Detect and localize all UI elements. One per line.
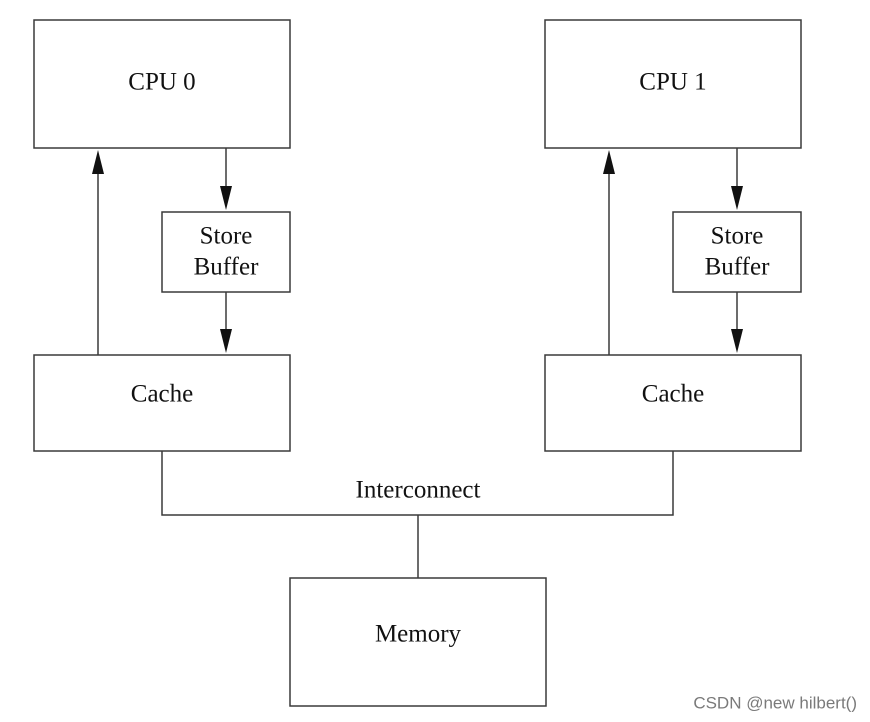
cpu1-up-arrowhead <box>603 150 615 174</box>
interconnect-label: Interconnect <box>356 477 481 504</box>
cpu1-box <box>544 19 802 149</box>
cpu1-cache-arrowhead <box>731 329 743 353</box>
cpu1-store-buffer-label-line2: Buffer <box>705 254 770 281</box>
cpu0-store-buffer-label-line1: Store <box>200 223 253 250</box>
cpu1-label: CPU 1 <box>639 69 706 96</box>
cpu0-buffer-arrowhead <box>220 186 232 210</box>
watermark-text: CSDN @new hilbert() <box>693 693 857 712</box>
cpu0-store-buffer-label-line2: Buffer <box>194 254 259 281</box>
memory-box <box>289 577 547 707</box>
cpu0-cache-box <box>33 354 291 452</box>
cpu0-cache-label: Cache <box>131 381 193 408</box>
cpu0-box <box>33 19 291 149</box>
cpu1-cache-label: Cache <box>642 381 704 408</box>
cpu1-group: CPU 1 Store Buffer Cache <box>544 19 802 452</box>
cpu0-cache-arrowhead <box>220 329 232 353</box>
cpu1-store-buffer-label-line1: Store <box>711 223 764 250</box>
memory-label: Memory <box>375 621 462 648</box>
cpu0-store-buffer-box <box>161 211 291 293</box>
cpu0-group: CPU 0 Store Buffer Cache <box>33 19 291 452</box>
cpu1-buffer-arrowhead <box>731 186 743 210</box>
cpu0-up-arrowhead <box>92 150 104 174</box>
cpu0-label: CPU 0 <box>128 69 195 96</box>
